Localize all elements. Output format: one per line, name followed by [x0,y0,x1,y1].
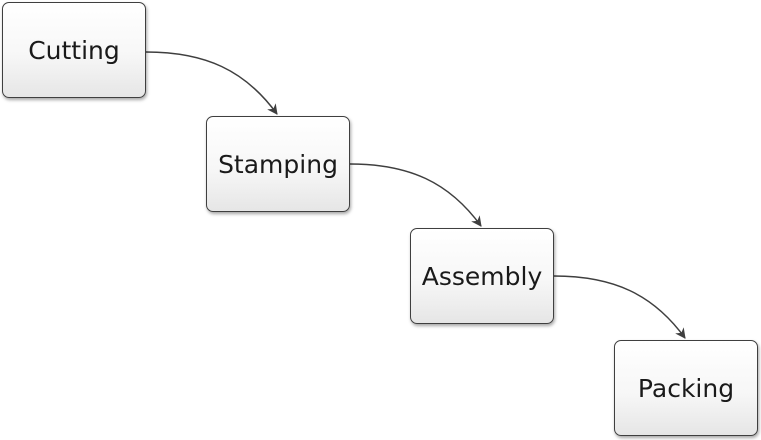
step-box-assembly: Assembly [410,228,554,324]
step-label-assembly: Assembly [421,261,543,291]
step-label-stamping: Stamping [218,149,338,179]
step-box-packing: Packing [614,340,758,436]
step-box-cutting: Cutting [2,2,146,98]
step-label-packing: Packing [637,373,735,403]
connector-arrow-stamping-to-assembly [349,163,482,227]
connector-arrow-assembly-to-packing [553,275,686,339]
step-box-stamping: Stamping [206,116,350,212]
step-label-cutting: Cutting [28,35,120,65]
connector-arrow-cutting-to-stamping [145,51,278,115]
